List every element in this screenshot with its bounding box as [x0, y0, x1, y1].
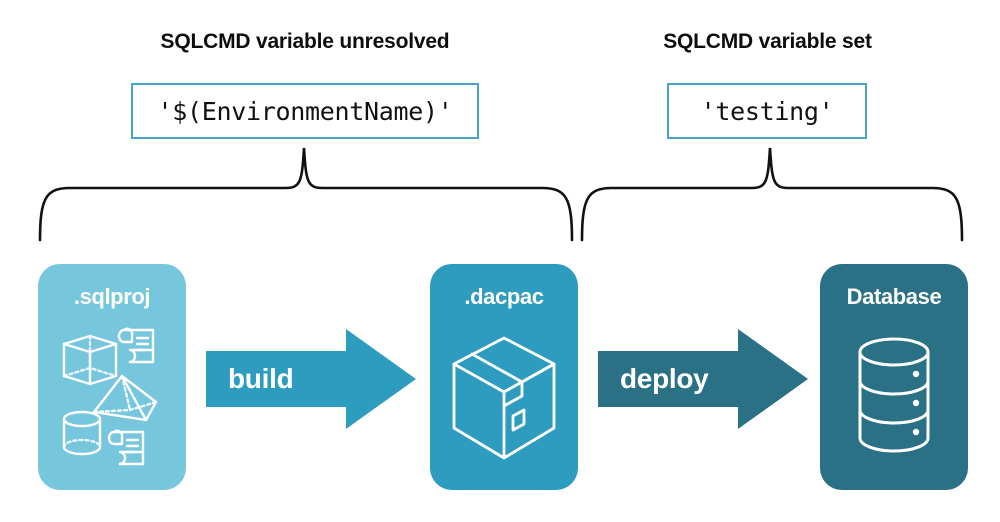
arrow-build: build: [206, 329, 416, 429]
heading-sqlcmd-variable-unresolved: SQLCMD variable unresolved: [160, 30, 450, 53]
stage-label-dacpac: .dacpac: [464, 284, 544, 309]
database-cylinder-icon: [858, 337, 930, 453]
status-dot: [912, 370, 920, 378]
brace-group: [38, 147, 964, 242]
brace-left-icon: [38, 147, 574, 242]
stage-card-dacpac: .dacpac: [430, 264, 578, 490]
stage-label-sqlproj: .sqlproj: [73, 284, 151, 309]
code-value-box-unresolved: '$(EnvironmentName)': [131, 83, 479, 139]
arrow-deploy: deploy: [598, 329, 808, 429]
code-value-box-set: 'testing': [667, 83, 867, 139]
arrow-shape-build: [206, 329, 416, 429]
stage-card-sqlproj: .sqlproj: [38, 264, 186, 490]
cube-icon: [62, 334, 118, 386]
scroll-icon-2: [107, 429, 145, 466]
stage-card-database: Database: [820, 264, 968, 490]
cylinder-icon: [62, 410, 102, 456]
sql-objects-icon: [62, 327, 158, 466]
stage-label-database: Database: [846, 284, 942, 309]
pyramid-icon: [92, 374, 158, 422]
package-box-icon: [452, 336, 556, 460]
scroll-icon: [117, 327, 155, 364]
status-dot: [912, 399, 920, 407]
heading-sqlcmd-variable-set: SQLCMD variable set: [663, 30, 872, 53]
brace-right-icon: [580, 147, 964, 242]
arrow-shape-deploy: [598, 329, 808, 429]
status-dot: [912, 428, 920, 436]
